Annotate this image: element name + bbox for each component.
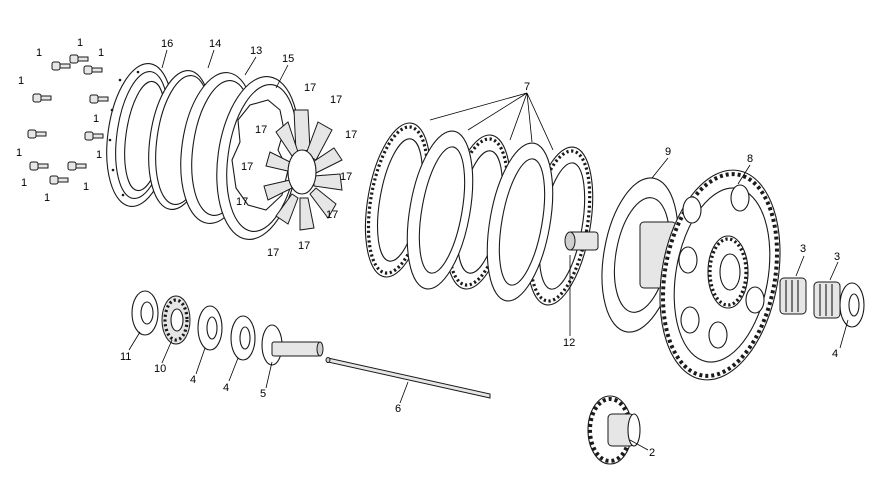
label-10: 10 <box>154 363 166 375</box>
part-3-needle-bearings <box>779 277 841 319</box>
label-1-d: 1 <box>18 75 24 87</box>
label-17-g: 17 <box>236 196 248 208</box>
label-13: 13 <box>250 45 262 57</box>
label-3-a: 3 <box>800 243 806 255</box>
label-17-i: 17 <box>298 240 310 252</box>
label-17-b: 17 <box>330 94 342 106</box>
part-1-screws <box>27 54 109 185</box>
part-12-hub-nut <box>564 231 599 251</box>
part-6-push-rod <box>325 357 491 399</box>
part-2-gear <box>587 395 641 465</box>
label-17-c: 17 <box>255 124 267 136</box>
label-17-e: 17 <box>241 161 253 173</box>
callout-labels: 1 1 1 1 1 1 1 1 1 1 16 14 13 15 17 17 17… <box>16 37 840 459</box>
label-4-a: 4 <box>832 348 838 360</box>
label-8: 8 <box>747 153 753 165</box>
label-14: 14 <box>209 38 221 50</box>
label-15: 15 <box>282 53 294 65</box>
part-17-springs <box>263 109 343 231</box>
label-12: 12 <box>563 337 575 349</box>
label-17-a: 17 <box>304 82 316 94</box>
label-4-c: 4 <box>223 382 229 394</box>
part-5-push-piece <box>261 324 324 366</box>
label-5: 5 <box>260 388 266 400</box>
label-9: 9 <box>665 146 671 158</box>
label-17-f: 17 <box>340 171 352 183</box>
part-7-friction-plates <box>364 122 594 306</box>
label-16: 16 <box>161 38 173 50</box>
label-7: 7 <box>524 81 530 93</box>
label-1-f: 1 <box>16 147 22 159</box>
leader-lines <box>128 49 849 451</box>
part-11-washer <box>131 290 159 336</box>
label-17-j: 17 <box>267 247 279 259</box>
label-1-a: 1 <box>36 47 42 59</box>
label-2: 2 <box>649 447 655 459</box>
label-17-h: 17 <box>326 209 338 221</box>
label-1-i: 1 <box>44 192 50 204</box>
part-4-washers <box>197 282 865 361</box>
label-11: 11 <box>120 351 131 363</box>
label-17-d: 17 <box>345 129 357 141</box>
label-1-g: 1 <box>96 149 102 161</box>
label-4-b: 4 <box>190 374 196 386</box>
part-8-basket-gear <box>659 169 781 381</box>
label-1-b: 1 <box>77 37 83 49</box>
label-3-b: 3 <box>834 251 840 263</box>
part-10-thrust-bearing <box>161 295 191 345</box>
label-1-j: 1 <box>83 181 89 193</box>
steel-plates <box>406 130 554 302</box>
label-1-c: 1 <box>98 47 104 59</box>
label-1-h: 1 <box>21 177 27 189</box>
label-1-e: 1 <box>93 113 99 125</box>
label-6: 6 <box>395 403 401 415</box>
